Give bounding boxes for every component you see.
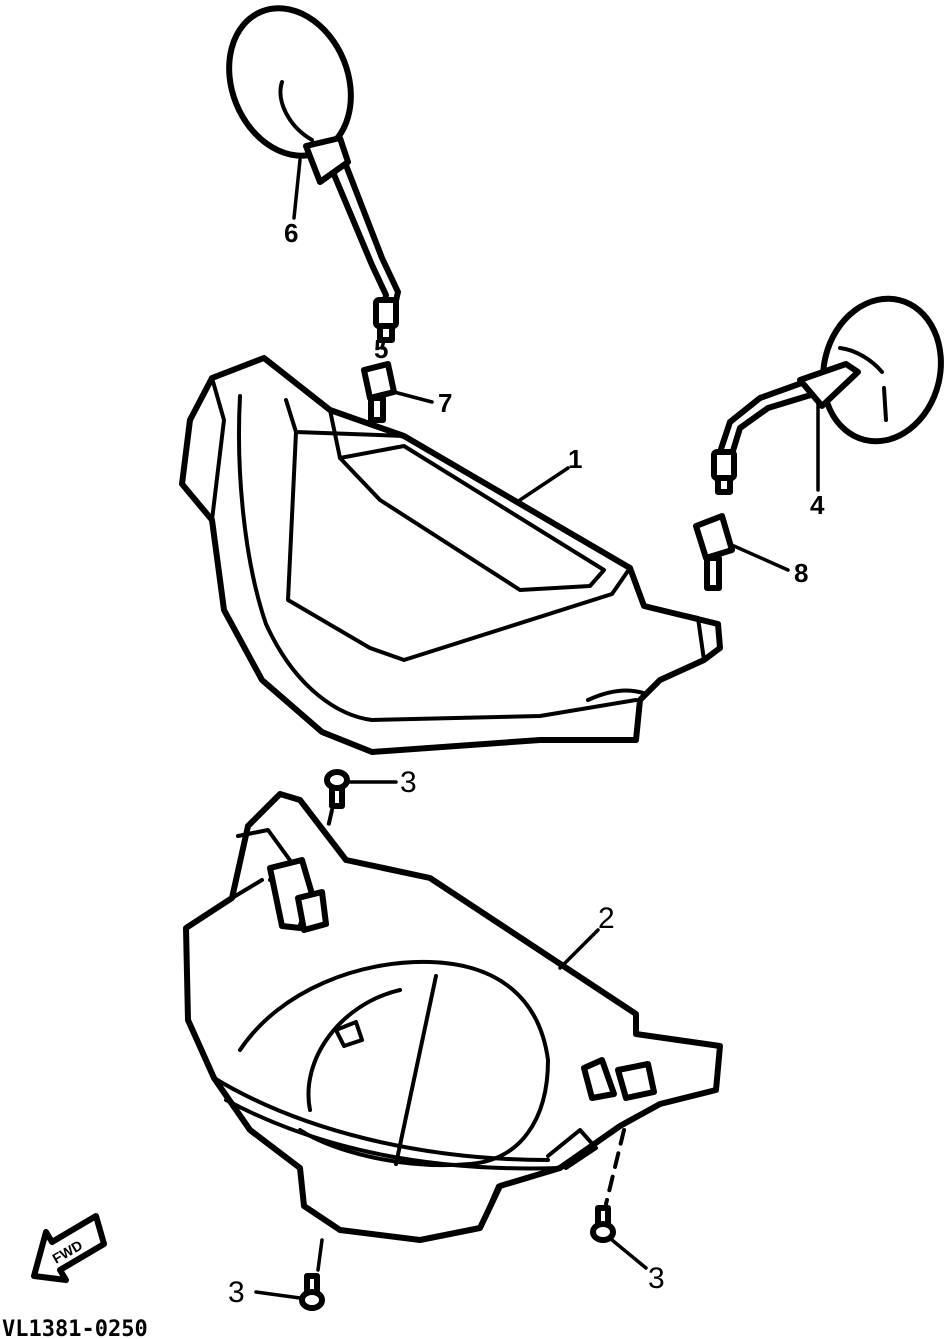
- lower-cover-bowl: [238, 959, 550, 1168]
- callout-3-upper: 3: [400, 766, 417, 799]
- callout-1: 1: [568, 444, 582, 474]
- screw-3-left-axis: [316, 1238, 324, 1272]
- leader-1: [518, 466, 570, 502]
- left-mirror-thread: [373, 297, 399, 329]
- drawing-code: VL1381-0250: [2, 1317, 148, 1339]
- right-mirror-thread: [711, 449, 737, 481]
- callout-3-left: 3: [228, 1276, 245, 1309]
- leader-2: [558, 928, 600, 970]
- callout-8: 8: [794, 558, 808, 588]
- lower-cover-clip-right: [615, 1061, 657, 1101]
- upper-cover-corner: [586, 688, 648, 702]
- lower-cover-bowl-inner: [306, 988, 402, 1112]
- screw-3-upper: [324, 769, 350, 809]
- nut-7: [361, 361, 397, 423]
- right-mirror-reflection: [838, 346, 888, 422]
- screw-3-right-axis: [604, 1128, 626, 1206]
- leader-6: [292, 158, 302, 220]
- upper-cover-rim: [237, 394, 638, 722]
- left-mirror-collar: [303, 135, 351, 185]
- lower-cover-rib-1: [212, 1076, 550, 1162]
- leader-7: [392, 390, 434, 404]
- upper-cover-lens-frame: [286, 430, 632, 662]
- upper-cover-lens-edge: [284, 398, 342, 460]
- callout-3-right: 3: [648, 1262, 665, 1295]
- callout-6: 6: [284, 218, 298, 248]
- callout-5: 5: [374, 334, 388, 364]
- lower-handlebar-cover: [183, 791, 723, 1243]
- callout-2: 2: [598, 902, 615, 935]
- lower-cover-right-lip: [546, 1128, 598, 1170]
- lower-cover-boss-mark: [334, 1020, 364, 1048]
- screw-3-right: [590, 1205, 616, 1243]
- lower-cover-boss-right: [581, 1057, 617, 1101]
- upper-cover-left-lip: [210, 376, 226, 522]
- leader-8: [732, 544, 790, 572]
- lower-cover-rib-2: [224, 1098, 562, 1171]
- leader-3-right: [610, 1238, 648, 1270]
- upper-handlebar-cover: [179, 355, 723, 755]
- leader-5: [380, 338, 386, 350]
- upper-cover-tab: [642, 604, 706, 662]
- nut-8: [693, 513, 735, 591]
- lower-cover-rib-3: [394, 974, 438, 1166]
- lower-cover-edge: [230, 858, 622, 1006]
- left-mirror: [226, 5, 401, 343]
- right-mirror-collar: [797, 361, 861, 409]
- leader-3-left: [254, 1290, 302, 1300]
- lower-cover-rim: [298, 1166, 500, 1242]
- left-mirror-thread-tip: [377, 323, 395, 343]
- screw-3-left: [299, 1273, 325, 1311]
- forward-direction-badge: FWD: [31, 1213, 107, 1283]
- callout-4: 4: [810, 490, 825, 520]
- forward-arrow-icon: [31, 1213, 107, 1283]
- left-mirror-stem: [327, 157, 401, 321]
- left-mirror-head: [226, 5, 354, 159]
- right-mirror-stem: [717, 377, 817, 457]
- lower-cover-clip-left: [295, 889, 329, 933]
- right-mirror: [711, 295, 944, 495]
- upper-cover-lens-inner: [338, 444, 606, 592]
- callout-7: 7: [438, 388, 452, 418]
- left-mirror-reflection: [278, 80, 314, 142]
